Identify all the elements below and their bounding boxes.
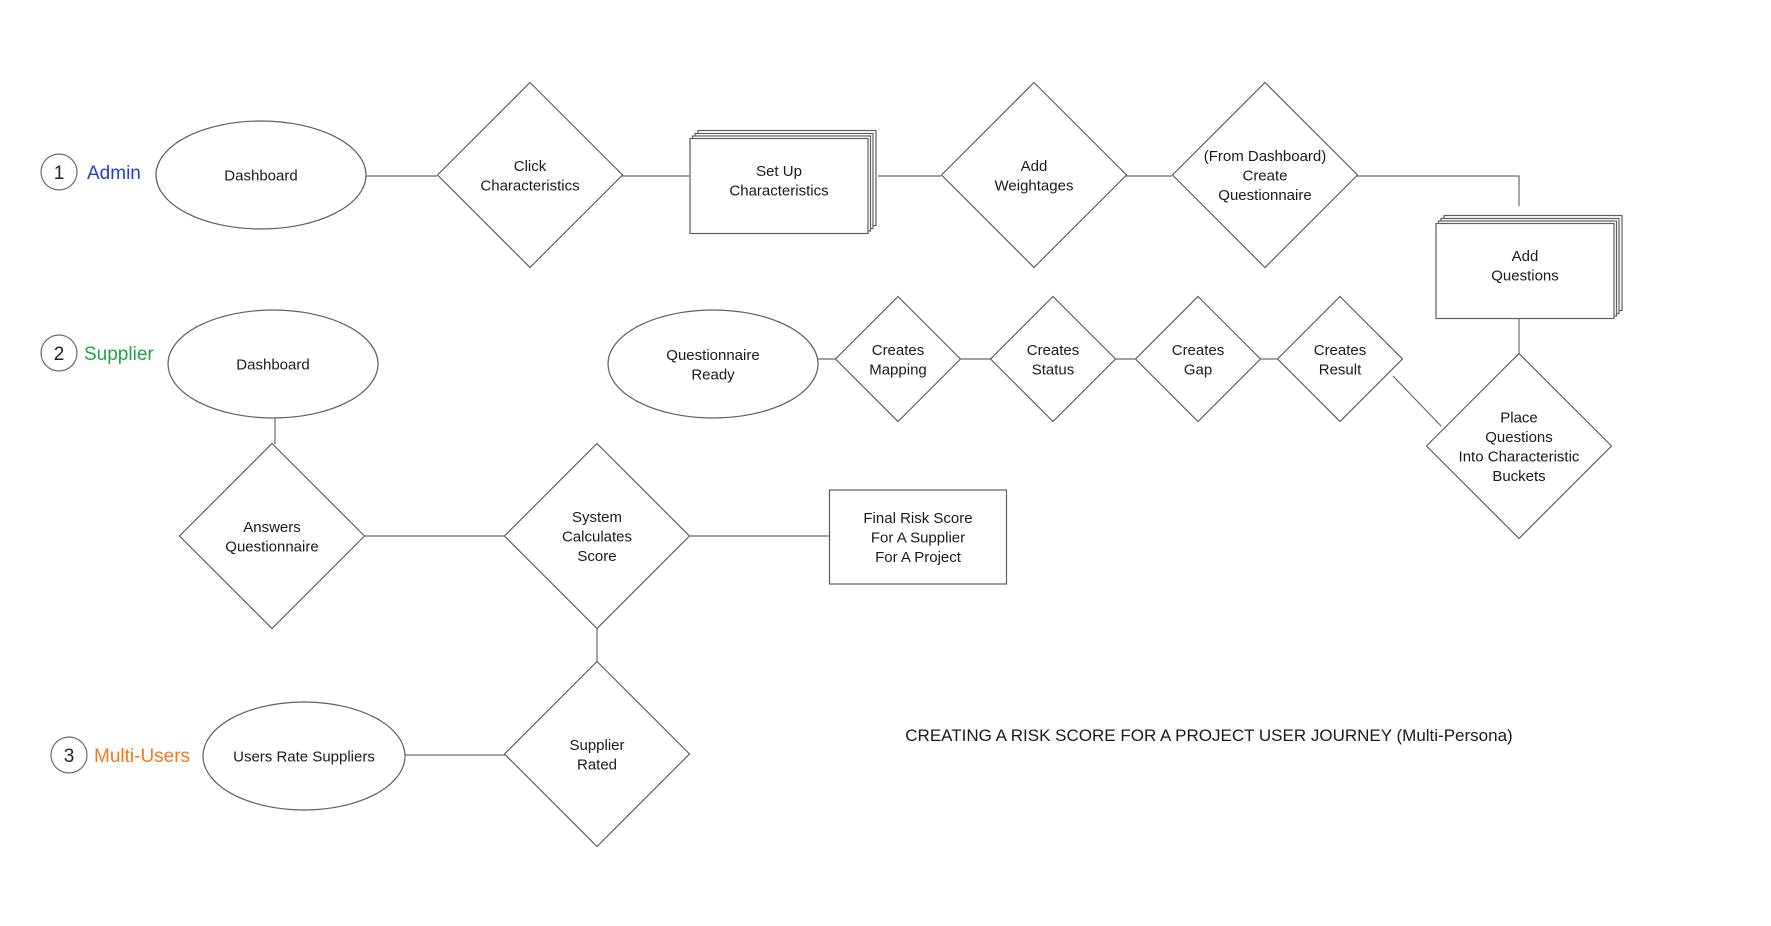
add-weightages-label-line: Weightages [995, 177, 1074, 194]
set-up-characteristics-label-line: Set Up [756, 163, 802, 180]
creates-mapping-diamond [834, 295, 962, 423]
diagram-title: CREATING A RISK SCORE FOR A PROJECT USER… [905, 726, 1512, 745]
add-questions-rect [1435, 222, 1615, 320]
persona-multi-users-label: Multi-Users [94, 746, 190, 767]
persona-supplier-number: 2 [54, 344, 65, 365]
users-rate-suppliers-label-line: Users Rate Suppliers [233, 749, 375, 766]
add-questions-label-line: Add [1512, 248, 1539, 265]
click-characteristics-diamond [436, 81, 624, 269]
supplier-rated-diamond [503, 660, 691, 848]
final-risk-score-label-line: For A Supplier [871, 530, 965, 547]
creates-result-label-line: Result [1319, 361, 1362, 378]
creates-gap-label-line: Creates [1172, 342, 1225, 359]
place-questions-diamond [1425, 352, 1613, 540]
connectors [274, 175, 1520, 756]
click-characteristics-label-line: Click [514, 158, 547, 175]
answers-questionnaire-diamond [178, 442, 366, 630]
persona-multi-users-number: 3 [64, 746, 75, 767]
creates-result-label-line: Creates [1314, 342, 1367, 359]
users-rate-suppliers-ellipse [202, 701, 406, 811]
persona-supplier-label: Supplier [84, 344, 154, 365]
connector-place-questions-to-creates-result [1392, 375, 1442, 427]
create-questionnaire-label-line: Create [1242, 168, 1287, 185]
creates-gap-label-line: Gap [1184, 361, 1212, 378]
supplier-rated-label-line: Supplier [569, 737, 624, 754]
click-characteristics-label-line: Characteristics [480, 177, 579, 194]
final-risk-score-label-line: Final Risk Score [863, 510, 972, 527]
set-up-characteristics-label-line: Characteristics [729, 182, 828, 199]
place-questions-label-line: Buckets [1492, 468, 1545, 485]
answers-questionnaire-label-line: Questionnaire [225, 538, 318, 555]
node-supplier-dashboard: Dashboard [167, 309, 379, 419]
supplier-dashboard-label-line: Dashboard [236, 357, 309, 374]
answers-questionnaire-label-line: Answers [243, 519, 301, 536]
set-up-characteristics-rect [689, 137, 869, 235]
node-users-rate-suppliers: Users Rate Suppliers [202, 701, 406, 811]
add-questions-label-line: Questions [1491, 267, 1559, 284]
node-set-up-characteristics: Set Up Characteristics [689, 129, 877, 235]
persona-multi-users-number-circle [50, 736, 88, 774]
persona-multi-users: 3 Multi-Users [50, 736, 190, 774]
persona-admin-label: Admin [87, 163, 141, 184]
add-weightages-diamond [940, 81, 1128, 269]
create-questionnaire-diamond [1171, 81, 1359, 269]
system-calculates-score-label-line: Score [577, 548, 616, 565]
connector-create-questionnaire-to-add-questions [1357, 175, 1520, 206]
admin-dashboard-label-line: Dashboard [224, 168, 297, 185]
creates-mapping-label-line: Creates [872, 342, 925, 359]
system-calculates-score-label-line: Calculates [562, 529, 632, 546]
persona-labels: 1 Admin 2 Supplier 3 Multi-Users [40, 153, 190, 774]
place-questions-label-line: Place [1500, 409, 1538, 426]
system-calculates-score-diamond [503, 442, 691, 630]
node-admin-dashboard: Dashboard [155, 120, 367, 230]
final-risk-score-label-line: For A Project [875, 549, 962, 566]
persona-supplier-number-circle [40, 334, 78, 372]
supplier-rated-label-line: Rated [577, 756, 617, 773]
place-questions-label-line: Into Characteristic [1459, 448, 1580, 465]
persona-admin-number-circle [40, 153, 78, 191]
creates-gap-diamond [1134, 295, 1262, 423]
questionnaire-ready-label-line: Ready [691, 366, 735, 383]
supplier-dashboard-ellipse [167, 309, 379, 419]
add-weightages-label-line: Add [1021, 158, 1048, 175]
final-risk-score-rect [828, 489, 1008, 585]
creates-status-label-line: Status [1032, 361, 1075, 378]
creates-status-label-line: Creates [1027, 342, 1080, 359]
persona-supplier: 2 Supplier [40, 334, 154, 372]
questionnaire-ready-label-line: Questionnaire [666, 347, 759, 364]
creates-result-diamond [1276, 295, 1404, 423]
create-questionnaire-label-line: (From Dashboard) [1204, 148, 1327, 165]
creates-status-diamond [989, 295, 1117, 423]
persona-admin-number: 1 [54, 163, 65, 184]
questionnaire-ready-ellipse [607, 309, 819, 419]
persona-admin: 1 Admin [40, 153, 141, 191]
admin-dashboard-ellipse [155, 120, 367, 230]
place-questions-label-line: Questions [1485, 429, 1553, 446]
system-calculates-score-label-line: System [572, 509, 622, 526]
create-questionnaire-label-line: Questionnaire [1218, 187, 1311, 204]
creates-mapping-label-line: Mapping [869, 361, 927, 378]
